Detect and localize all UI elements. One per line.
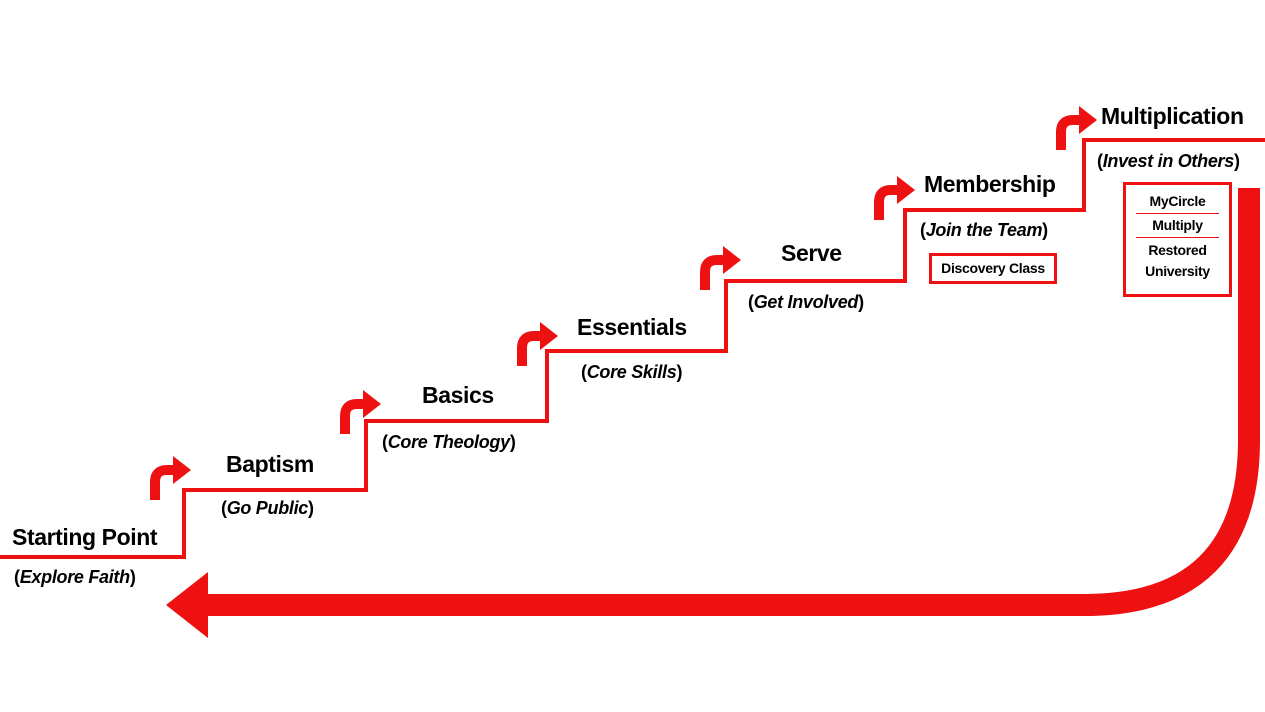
left-arrow-icon — [166, 572, 208, 638]
step-title-serve: Serve — [781, 240, 842, 266]
multiplication-box-item: Multiply — [1152, 217, 1203, 233]
step-subtitle-starting-point: (Explore Faith) — [14, 567, 136, 587]
step-title-basics: Basics — [422, 382, 494, 408]
box-divider — [1136, 213, 1219, 214]
step-subtitle-multiplication: (Invest in Others) — [1097, 151, 1240, 171]
multiplication-box: MyCircle Multiply Restored University — [1123, 182, 1232, 297]
curved-up-right-arrow-icon — [340, 390, 381, 434]
multiplication-box-item: Restored University — [1145, 242, 1210, 279]
curved-up-right-arrow-icon — [874, 176, 915, 220]
step-title-essentials: Essentials — [577, 314, 687, 340]
step-subtitle-baptism: (Go Public) — [221, 498, 314, 518]
step-subtitle-membership: (Join the Team) — [920, 220, 1048, 240]
curved-up-right-arrow-icon — [517, 322, 558, 366]
curved-up-right-arrow-icon — [150, 456, 191, 500]
step-title-starting-point: Starting Point — [12, 524, 158, 550]
step-subtitle-basics: (Core Theology) — [382, 432, 516, 452]
box-divider — [1136, 237, 1219, 238]
return-loop-line — [200, 188, 1260, 616]
membership-box: Discovery Class — [929, 253, 1057, 284]
curved-up-right-arrow-icon — [700, 246, 741, 290]
step-subtitle-essentials: (Core Skills) — [581, 362, 683, 382]
membership-box-item: Discovery Class — [941, 260, 1045, 276]
multiplication-box-item: MyCircle — [1149, 193, 1206, 209]
curved-up-right-arrow-icon — [1056, 106, 1097, 150]
step-subtitle-serve: (Get Involved) — [748, 292, 864, 312]
staircase-line — [0, 138, 1265, 559]
step-title-baptism: Baptism — [226, 451, 314, 477]
step-title-multiplication: Multiplication — [1101, 103, 1244, 129]
step-title-membership: Membership — [924, 171, 1056, 197]
